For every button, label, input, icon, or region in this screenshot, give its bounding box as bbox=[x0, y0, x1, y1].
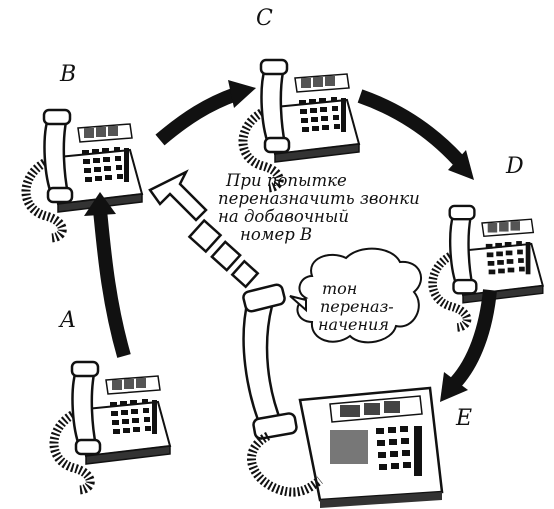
bubble-line-3: начения bbox=[318, 315, 389, 334]
caption-line-4: номер B bbox=[240, 225, 313, 244]
label-b: B bbox=[60, 62, 77, 87]
arrow-d-to-e bbox=[440, 289, 497, 402]
redirect-attempt-arrow bbox=[148, 169, 260, 289]
bubble-text: тон переназ- начения bbox=[318, 280, 408, 334]
phone-c-icon bbox=[243, 60, 359, 188]
phone-b-icon bbox=[26, 110, 142, 238]
arrow-a-to-b bbox=[84, 192, 131, 358]
label-e: E bbox=[456, 406, 473, 431]
bubble-line-2: переназ- bbox=[320, 297, 394, 316]
label-d: D bbox=[506, 154, 524, 179]
phone-a-icon bbox=[54, 362, 170, 490]
caption-line-1: При попытке bbox=[226, 171, 347, 190]
caption-line-2: переназначить звонки bbox=[218, 189, 420, 208]
bubble-line-1: тон bbox=[322, 279, 358, 298]
tone-speech-bubble bbox=[289, 247, 422, 344]
redirect-caption: При попытке переназначить звонки на доба… bbox=[218, 172, 468, 244]
phone-e-icon bbox=[242, 283, 444, 508]
label-c: C bbox=[256, 6, 273, 31]
caption-line-3: на добавочный bbox=[218, 207, 349, 226]
label-a: A bbox=[60, 308, 76, 333]
arrow-c-to-d bbox=[357, 89, 474, 180]
arrow-b-to-c bbox=[155, 80, 256, 146]
